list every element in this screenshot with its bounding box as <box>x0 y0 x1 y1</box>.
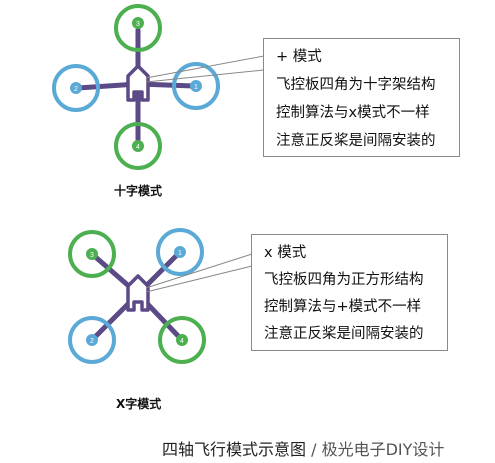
plus-mode-label: 十字模式 <box>114 184 163 198</box>
plus-mode-callout: + 模式 飞控板四角为十字架结构 控制算法与x模式不一样 注意正反桨是间隔安装的 <box>263 38 460 157</box>
plus-motor-4-number: 4 <box>136 144 140 151</box>
plus-motor-1: 1 <box>172 62 220 110</box>
x-motor-4: 4 <box>158 316 206 364</box>
x-mode-diagram: 3 1 4 2 <box>68 228 253 364</box>
plus-callout-line-1: 飞控板四角为十字架结构 <box>276 77 436 93</box>
caption-source: / 极光电子DIY设计 <box>306 440 445 459</box>
x-motor-2-number: 2 <box>90 338 94 345</box>
x-motor-2: 2 <box>68 316 116 364</box>
x-frame-body <box>126 274 150 312</box>
figure-caption: 四轴飞行模式示意图 / 极光电子DIY设计 <box>162 436 444 460</box>
x-motor-3: 3 <box>68 230 116 278</box>
x-callout-line-2: 控制算法与+模式不一样 <box>264 299 422 315</box>
plus-frame-body <box>126 64 150 102</box>
plus-callout-line-3: 注意正反桨是间隔安装的 <box>276 133 436 149</box>
x-callout-title: x 模式 <box>264 245 307 261</box>
plus-motor-2: 2 <box>52 64 100 112</box>
plus-callout-line-2: 控制算法与x模式不一样 <box>276 105 430 121</box>
x-motor-3-number: 3 <box>90 252 94 259</box>
plus-motor-1-number: 1 <box>194 84 198 91</box>
x-callout-pointer <box>145 253 253 293</box>
caption-title: 四轴飞行模式示意图 <box>162 440 307 459</box>
x-mode-label: X字模式 <box>116 397 162 411</box>
x-motor-1: 1 <box>156 228 204 276</box>
plus-callout-pointer <box>145 55 265 83</box>
x-mode-callout: x 模式 飞控板四角为正方形结构 控制算法与+模式不一样 注意正反桨是间隔安装的 <box>251 234 448 351</box>
plus-motor-3-number: 3 <box>136 21 140 28</box>
x-motor-1-number: 1 <box>178 250 182 257</box>
plus-mode-diagram: 3 1 4 2 <box>52 4 265 170</box>
x-motor-4-number: 4 <box>180 338 184 345</box>
x-callout-line-1: 飞控板四角为正方形结构 <box>264 272 424 288</box>
plus-callout-title: + 模式 <box>276 49 322 65</box>
plus-motor-4: 4 <box>114 122 162 170</box>
plus-motor-2-number: 2 <box>74 86 78 93</box>
x-callout-line-3: 注意正反桨是间隔安装的 <box>264 326 424 342</box>
plus-motor-3: 3 <box>114 4 162 52</box>
